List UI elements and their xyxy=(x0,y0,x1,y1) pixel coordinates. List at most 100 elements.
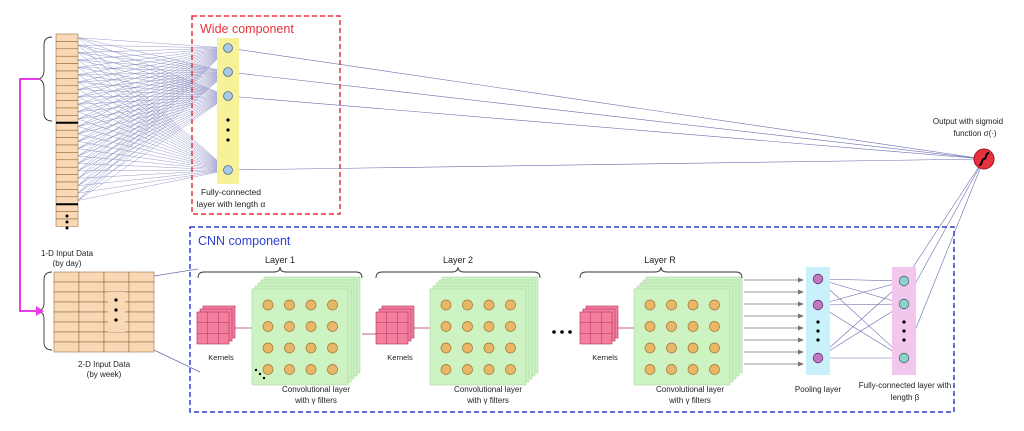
conv-node xyxy=(709,299,720,311)
output-label-line1: Output with sigmoid xyxy=(933,117,1003,126)
layer-brace xyxy=(197,266,363,279)
conv-node xyxy=(483,342,495,354)
conv-node xyxy=(262,321,274,332)
input-2d-cell xyxy=(78,271,105,283)
conv-node xyxy=(327,364,338,375)
conv-node xyxy=(262,342,274,354)
input-2d-cell xyxy=(53,291,80,303)
input-1d-cell xyxy=(55,41,79,50)
conv-node xyxy=(709,342,720,354)
input-wide-line xyxy=(77,71,229,105)
conv-node xyxy=(462,299,473,311)
reshape-arrowhead xyxy=(36,306,44,316)
ellipsis-dot xyxy=(254,368,258,372)
wide-fc-label-line1: Fully-connected xyxy=(201,187,261,197)
ellipsis-dot xyxy=(114,308,118,312)
conv-node xyxy=(687,342,699,354)
ellipsis-dot xyxy=(902,329,906,333)
conv-node xyxy=(440,342,452,354)
input-2d-cell xyxy=(128,321,155,333)
input-wide-line xyxy=(77,47,229,157)
input-wide-line xyxy=(77,71,229,179)
layer-2-label: Layer 2 xyxy=(443,255,473,265)
flatten-arrowhead xyxy=(798,313,804,319)
ellipsis-dot xyxy=(816,329,820,333)
pool-fc-line xyxy=(817,303,905,306)
input-wide-line xyxy=(77,47,229,53)
input-wide-line xyxy=(77,47,229,105)
kernels-label-3: Kernels xyxy=(592,353,618,362)
input-wide-line xyxy=(77,71,229,127)
conv-label-3-line1: Convolutional layer xyxy=(656,385,724,394)
input-2d-cell xyxy=(103,331,130,343)
conv-node xyxy=(644,342,656,354)
input-2d-cell xyxy=(128,341,155,353)
input-2d-cell xyxy=(103,341,130,353)
input-wide-line xyxy=(77,47,229,164)
input-1d-cell xyxy=(55,181,79,190)
conv-node xyxy=(462,364,473,375)
ellipsis-dot xyxy=(65,214,69,218)
conv-node xyxy=(262,299,274,311)
input-wide-line xyxy=(77,44,229,49)
input-wide-line xyxy=(77,71,229,164)
cnn-fc-node xyxy=(898,298,910,310)
input-2d-cell xyxy=(53,331,80,343)
wide-fc-label-line2: layer with length α xyxy=(197,199,266,209)
conv-label-3-line2: with γ filters xyxy=(668,396,711,405)
input-wide-line xyxy=(77,47,229,201)
wide-component-title: Wide component xyxy=(200,22,294,36)
ellipsis-dot xyxy=(65,226,69,230)
input-wide-line xyxy=(77,47,229,179)
ellipsis-dot xyxy=(552,330,556,334)
input-wide-line xyxy=(77,47,229,83)
wide-fc-node xyxy=(223,91,233,101)
input-2d-cell xyxy=(78,291,105,303)
conv-node xyxy=(644,299,656,311)
conv-node xyxy=(440,299,452,311)
pool-fc-line xyxy=(817,304,905,359)
input-wide-line xyxy=(77,169,229,201)
input-wide-line xyxy=(77,155,229,171)
ellipsis-dot xyxy=(560,330,564,334)
input-wide-line xyxy=(77,71,229,98)
input-1d-cell xyxy=(55,55,79,64)
pooling-node xyxy=(812,352,824,364)
conv-node xyxy=(440,321,452,332)
kernels-label-2: Kernels xyxy=(387,353,413,362)
flatten-arrowhead xyxy=(798,337,804,343)
conv-node xyxy=(687,299,699,311)
conv-node xyxy=(305,342,317,354)
input-wide-line xyxy=(77,71,229,194)
input-1d-label-line1: 1-D Input Data xyxy=(41,249,94,258)
input-wide-line xyxy=(77,95,229,105)
fc-output-line xyxy=(903,158,985,282)
input-wide-line xyxy=(77,95,229,172)
input-wide-line xyxy=(77,47,229,112)
ellipsis-dot xyxy=(816,320,820,324)
input-2d-cell xyxy=(53,301,80,313)
input-wide-line xyxy=(77,71,229,157)
input-2d-cell xyxy=(128,281,155,293)
input-wide-line xyxy=(77,71,229,135)
input-1d-cell xyxy=(55,33,79,42)
wide-fc-column xyxy=(217,38,239,184)
ellipsis-dot xyxy=(226,138,230,142)
pool-fc-line xyxy=(817,303,905,359)
input-2d-cell xyxy=(128,271,155,283)
input-wide-line xyxy=(77,71,229,186)
ellipsis-bg xyxy=(108,292,125,332)
input-wide-line xyxy=(77,169,229,172)
conv-node xyxy=(709,321,720,332)
input-wide-line xyxy=(77,95,229,186)
conv-label-1-line2: with γ filters xyxy=(294,396,337,405)
conv-node xyxy=(305,364,317,375)
ellipsis-dot xyxy=(65,220,69,224)
input-wide-line xyxy=(77,95,229,120)
wide-fc-node xyxy=(223,67,233,77)
wide-output-line xyxy=(227,95,985,160)
input-2d-cell xyxy=(78,321,105,333)
layer-brace xyxy=(579,266,743,279)
conv-node xyxy=(462,321,473,332)
kernel-square xyxy=(196,311,230,345)
